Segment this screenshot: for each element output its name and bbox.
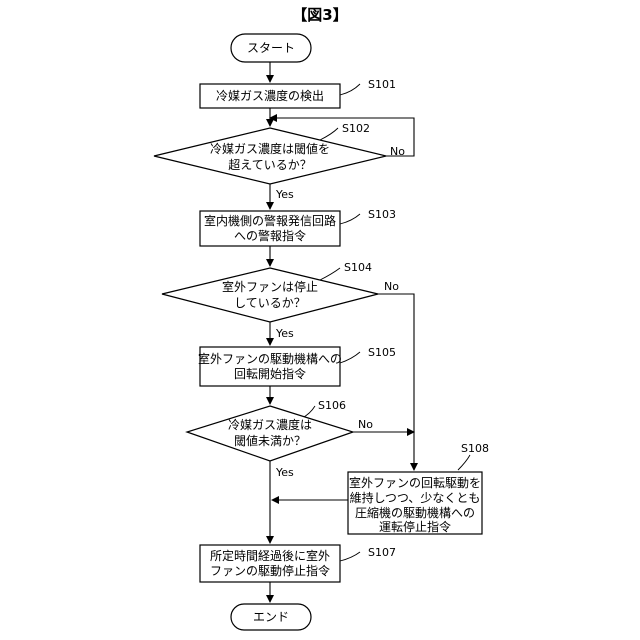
s108-line-3: 圧縮機の駆動機構への [355,505,475,520]
s102-no-label: No [390,145,405,158]
s102-step-label: S102 [342,122,370,135]
s101-step-label: S101 [368,78,396,91]
s107-line-1: 所定時間経過後に室外 [210,548,330,563]
leader-s108 [458,455,470,470]
s107-step-label: S107 [368,546,396,559]
s108-line-2: 維持しつつ、少なくとも [350,490,481,505]
s103-step-label: S103 [368,208,396,221]
s104-line-2: しているか？ [234,296,306,310]
s106-line-1: 冷媒ガス濃度は [228,417,312,432]
leader-s103 [340,214,360,224]
decision-s104: 室外ファンは停止 しているか？ S104 No Yes [162,261,399,340]
step-s101: 冷媒ガス濃度の検出 S101 [200,78,396,108]
leader-s105 [340,352,360,363]
arrow-s104-no-to-s108 [378,294,414,470]
s108-line-4: 運転停止指令 [379,519,451,534]
s105-line-1: 室外ファンの駆動機構への [198,351,342,366]
s107-line-2: ファンの駆動停止指令 [210,563,330,578]
s104-line-1: 室外ファンは停止 [222,279,318,294]
s108-line-1: 室外ファンの回転駆動を [349,475,481,490]
end-terminal: エンド [231,604,311,630]
s103-line-2: への警報指令 [234,228,306,243]
s108-step-label: S108 [461,442,489,455]
s104-no-label: No [384,280,399,293]
s105-line-2: 回転開始指令 [234,366,306,381]
leader-s104 [320,268,340,280]
decision-s106: 冷媒ガス濃度は 閾値未満か？ S106 No Yes [187,399,373,479]
leader-s102 [320,128,338,140]
leader-s107 [340,552,360,561]
step-s107: 所定時間経過後に室外 ファンの駆動停止指令 S107 [200,545,396,582]
decision-s102: 冷媒ガス濃度は閾値を 超えているか？ S102 No Yes [154,122,405,201]
end-label: エンド [253,610,289,624]
figure-title: 【図3】 [292,6,347,24]
s106-no-label: No [358,418,373,431]
s102-line-2: 超えているか？ [228,157,311,172]
s102-line-1: 冷媒ガス濃度は閾値を [210,141,330,156]
s104-step-label: S104 [344,261,372,274]
leader-s101 [340,84,360,95]
s106-step-label: S106 [318,399,346,412]
step-s105: 室外ファンの駆動機構への 回転開始指令 S105 [198,346,396,386]
step-s108: 室外ファンの回転駆動を 維持しつつ、少なくとも 圧縮機の駆動機構への 運転停止指… [348,442,489,534]
step-s103: 室内機側の警報発信回路 への警報指令 S103 [200,208,396,246]
s106-yes-label: Yes [275,466,294,479]
s104-yes-label: Yes [275,327,294,340]
s102-yes-label: Yes [275,188,294,201]
s101-line-1: 冷媒ガス濃度の検出 [216,88,324,103]
s106-line-2: 閾値未満か？ [234,433,306,448]
start-terminal: スタート [231,34,311,62]
s105-step-label: S105 [368,346,396,359]
start-label: スタート [247,41,295,55]
s103-line-1: 室内機側の警報発信回路 [204,213,336,228]
